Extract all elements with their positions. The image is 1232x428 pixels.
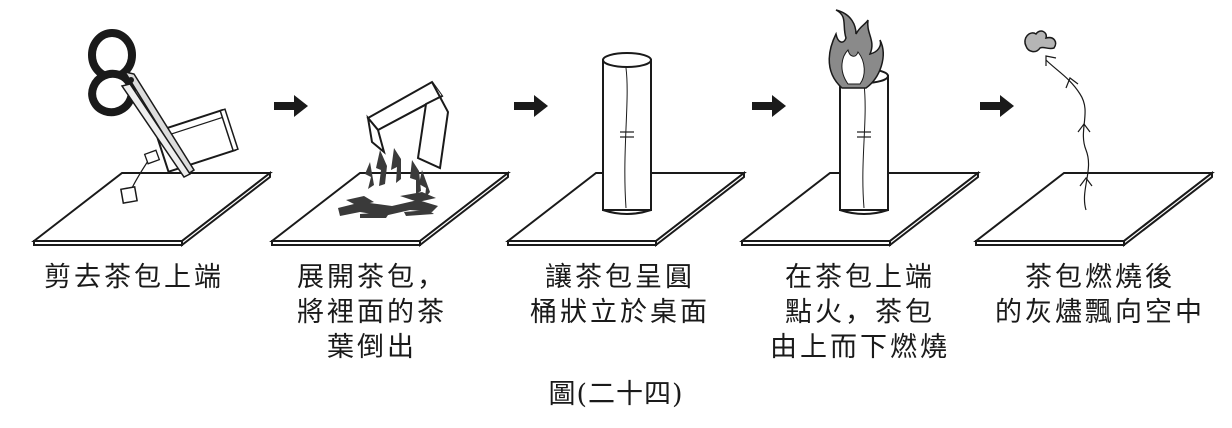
tea-bag-corner (143, 149, 161, 165)
caption-line: 葉倒出 (327, 332, 417, 363)
step-rise-illustration (975, 30, 1213, 246)
arrow-right-icon (980, 95, 1014, 117)
step-stand-illustration (507, 52, 745, 246)
caption-step-2: 展開茶包， 將裡面的茶 葉倒出 (266, 260, 478, 365)
caption-line: 將裡面的茶 (297, 297, 447, 328)
arrow-right-icon (514, 95, 548, 117)
tea-bag-cylinder (602, 52, 652, 215)
caption-line: 由上而下燃燒 (770, 332, 950, 363)
tea-leaves (338, 148, 438, 218)
step-ignite-illustration (741, 9, 979, 246)
flame-icon (828, 9, 884, 89)
step-spread-illustration (271, 80, 509, 246)
caption-step-4: 在茶包上端 點火，茶包 由上而下燃燒 (744, 260, 976, 365)
caption-line: 剪去茶包上端 (44, 262, 224, 293)
caption-line: 讓茶包呈圓 (545, 262, 695, 293)
caption-step-3: 讓茶包呈圓 桶狀立於桌面 (500, 260, 740, 330)
burning-tea-bag (839, 68, 889, 215)
figure-label: 圖(二十四) (548, 379, 684, 410)
step-cut-illustration (33, 29, 271, 246)
caption-line: 茶包燃燒後 (1025, 262, 1175, 293)
caption-line: 的灰燼飄向空中 (995, 297, 1205, 328)
caption-line: 桶狀立於桌面 (530, 297, 710, 328)
caption-line: 點火，茶包 (785, 297, 935, 328)
plate-5 (975, 172, 1213, 246)
caption-line: 展開茶包， (297, 262, 447, 293)
plate-1 (33, 172, 271, 246)
tea-bag-tag (120, 186, 138, 204)
arrow-right-icon (274, 95, 308, 117)
caption-line: 在茶包上端 (785, 262, 935, 293)
ash-piece (1024, 30, 1057, 53)
open-tea-bag (366, 80, 450, 170)
caption-step-1: 剪去茶包上端 (28, 260, 240, 295)
caption-step-5: 茶包燃燒後 的灰燼飄向空中 (980, 260, 1220, 330)
arrow-right-icon (752, 95, 786, 117)
ash-trail (1045, 55, 1093, 211)
scissors-icon (88, 29, 196, 178)
